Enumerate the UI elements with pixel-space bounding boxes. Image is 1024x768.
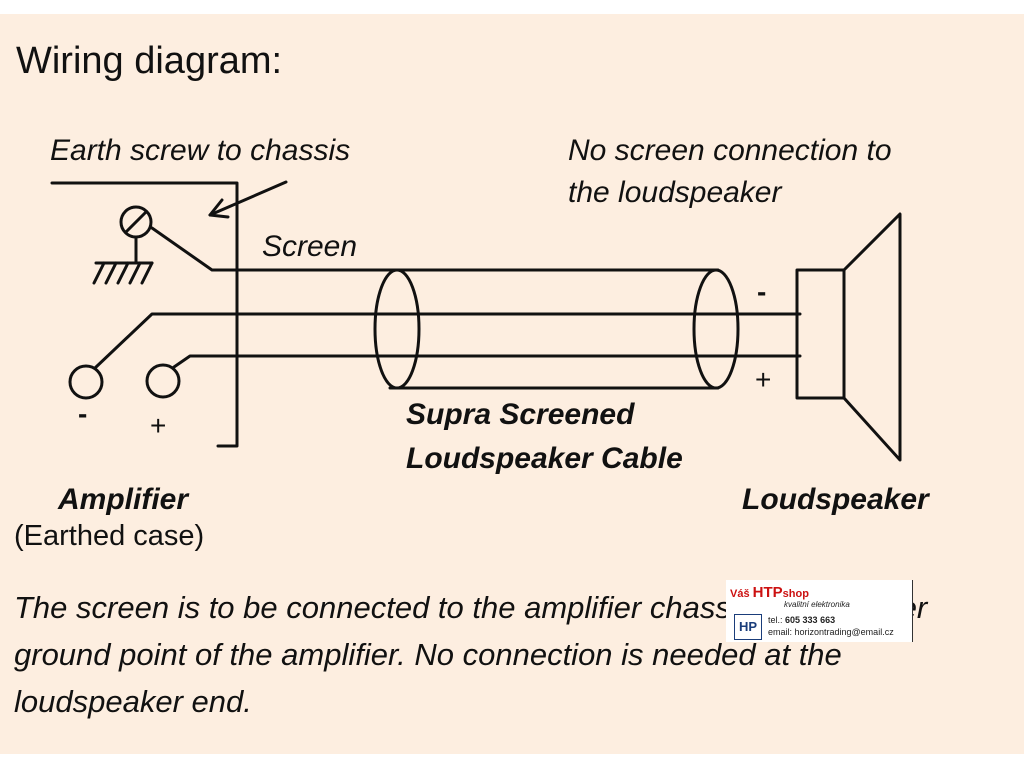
arrow-head-icon <box>208 198 230 219</box>
arrow-icon <box>208 180 288 217</box>
earth-screw-slot <box>124 210 148 234</box>
amp-minus-terminal <box>68 364 104 400</box>
logo-brand: Váš HTPshop <box>730 584 809 601</box>
loudspeaker-magnet <box>795 268 846 400</box>
no-screen-label-line1: No screen connection to <box>568 134 892 167</box>
loudspeaker-plus-label: + <box>755 364 772 395</box>
loudspeaker-minus-label: - <box>757 276 767 307</box>
logo-brand-suffix: shop <box>782 588 809 600</box>
screen-label: Screen <box>262 230 358 263</box>
loudspeaker-cone <box>842 212 902 462</box>
amp-plus-terminal <box>145 363 181 399</box>
amp-plus-label: + <box>150 410 167 441</box>
screen-wire <box>150 226 392 272</box>
earthed-case-label: (Earthed case) <box>14 520 205 552</box>
minus-conductor-wire <box>93 312 802 370</box>
shop-logo-badge[interactable]: Váš HTPshop kvalitní elektronika HP tel.… <box>726 580 913 642</box>
no-screen-label-line2: the loudspeaker <box>568 176 782 209</box>
cable-label-line1: Supra Screened <box>406 398 635 431</box>
earth-screw-label: Earth screw to chassis <box>50 134 351 167</box>
logo-email[interactable]: email: horizontrading@email.cz <box>768 627 894 637</box>
cable-left-end <box>373 268 421 390</box>
amp-minus-label: - <box>78 398 88 429</box>
plus-conductor-wire <box>172 354 802 369</box>
cable-right-end <box>692 268 740 390</box>
logo-phone-number[interactable]: 605 333 663 <box>785 615 836 625</box>
logo-mark-icon: HP <box>734 614 762 640</box>
cable-label-line2: Loudspeaker Cable <box>406 442 683 475</box>
page-title: Wiring diagram: <box>16 40 283 82</box>
loudspeaker-label: Loudspeaker <box>742 483 929 516</box>
logo-brand-main: HTP <box>752 584 783 601</box>
logo-tel-label: tel.: <box>768 615 783 625</box>
logo-tagline: kvalitní elektronika <box>784 600 850 609</box>
ground-symbol-icon <box>92 261 154 285</box>
amplifier-label: Amplifier <box>58 483 189 516</box>
logo-brand-prefix: Váš <box>730 588 750 600</box>
logo-phone-line: tel.: 605 333 663 <box>768 615 835 625</box>
